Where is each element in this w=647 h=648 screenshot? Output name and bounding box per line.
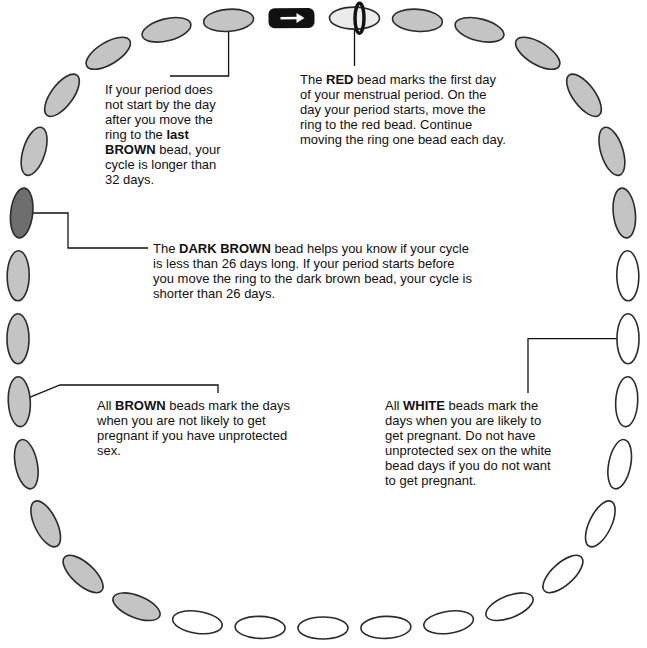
brown-bead	[11, 438, 42, 491]
white-bead	[579, 497, 621, 552]
white-bead-shape	[579, 497, 621, 552]
brown-bead	[7, 376, 32, 427]
brown-bead-shape	[25, 497, 67, 552]
brown-bead	[81, 31, 135, 76]
brown-bead	[16, 124, 52, 178]
white-bead-shape	[361, 616, 412, 640]
note-holder: All WHITE beads mark the days when you a…	[385, 398, 560, 488]
rubber-ring	[355, 3, 364, 33]
brown-bead-shape	[57, 549, 109, 599]
white-bead	[537, 549, 589, 599]
dark-brown-bead-shape	[8, 187, 35, 239]
white-bead	[617, 314, 639, 364]
white-bead-shape	[617, 314, 639, 364]
bold-word: BROWN	[220, 241, 271, 256]
brown-bead	[7, 314, 29, 364]
white-bead-shape	[482, 587, 537, 626]
brown-bead-shape	[7, 314, 29, 364]
brown-bead-shape	[109, 587, 164, 626]
brown-bead-shape	[511, 31, 565, 76]
annotation-text: The DARK BROWN bead helps you know if yo…	[153, 241, 473, 301]
black-cylinder	[268, 8, 314, 28]
leader-lines	[19, 18, 628, 402]
brown-bead	[453, 13, 507, 47]
white-bead-shape	[422, 608, 475, 637]
bold-word: WHITE	[403, 398, 445, 413]
white-bead	[235, 616, 286, 640]
brown-bead	[511, 31, 565, 76]
white-bead-shape	[616, 251, 639, 301]
direction-arrow	[281, 17, 298, 20]
brown-bead-shape	[7, 251, 30, 301]
leader-line	[528, 339, 628, 393]
brown-bead-shape	[140, 13, 194, 47]
leader-line	[22, 213, 148, 248]
bold-word: BROWN	[105, 142, 156, 157]
white-bead	[298, 617, 348, 639]
white-bead-shape	[298, 617, 348, 639]
brown-bead	[57, 549, 109, 599]
white-bead	[361, 616, 412, 640]
white-bead-shape	[235, 616, 286, 640]
brown-bead	[392, 7, 444, 33]
brown-bead	[611, 187, 638, 239]
bold-word: DARK	[179, 241, 217, 256]
white-bead	[171, 608, 224, 637]
brown-bead-shape	[7, 376, 32, 427]
bold-word: last	[166, 127, 188, 142]
white-bead-shape	[171, 608, 224, 637]
note-holder: The DARK BROWN bead helps you know if yo…	[153, 241, 473, 301]
white-bead	[482, 587, 537, 626]
brown-bead-shape	[11, 438, 42, 491]
white-bead-shape	[604, 438, 635, 491]
note-holder: The RED bead marks the first day of your…	[300, 72, 510, 147]
brown-bead-shape	[594, 124, 630, 178]
note-holder: If your period does not start by the day…	[105, 82, 230, 187]
annotation-text: All BROWN beads mark the days when you a…	[97, 398, 293, 458]
white-bead	[616, 251, 639, 301]
brown-bead-shape	[392, 7, 444, 33]
brown-bead-shape	[560, 69, 607, 122]
bold-word: BROWN	[115, 398, 166, 413]
brown-bead	[140, 13, 194, 47]
brown-bead-shape	[453, 13, 507, 47]
dark-brown-bead	[8, 187, 35, 239]
brown-bead	[560, 69, 607, 122]
white-bead-shape	[614, 376, 639, 427]
brown-bead-shape	[16, 124, 52, 178]
beads	[7, 3, 639, 639]
annotation-text: If your period does not start by the day…	[105, 82, 230, 187]
brown-bead-shape	[38, 69, 85, 122]
white-bead	[614, 376, 639, 427]
white-bead	[604, 438, 635, 491]
brown-bead	[594, 124, 630, 178]
brown-bead	[109, 587, 164, 626]
cylinder-body	[268, 8, 314, 28]
brown-bead	[7, 251, 30, 301]
brown-bead	[38, 69, 85, 122]
note-holder: All BROWN beads mark the days when you a…	[97, 398, 293, 458]
annotation-text: The RED bead marks the first day of your…	[300, 72, 510, 147]
brown-bead-shape	[81, 31, 135, 76]
white-bead	[422, 608, 475, 637]
brown-bead	[203, 7, 255, 33]
brown-bead-shape	[611, 187, 638, 239]
bold-word: RED	[326, 72, 353, 87]
brown-bead-shape	[203, 7, 255, 33]
direction-arrowhead	[296, 13, 304, 23]
white-bead-shape	[537, 549, 589, 599]
red-bead	[329, 3, 379, 33]
annotation-text: All WHITE beads mark the days when you a…	[385, 398, 560, 488]
brown-bead	[25, 497, 67, 552]
